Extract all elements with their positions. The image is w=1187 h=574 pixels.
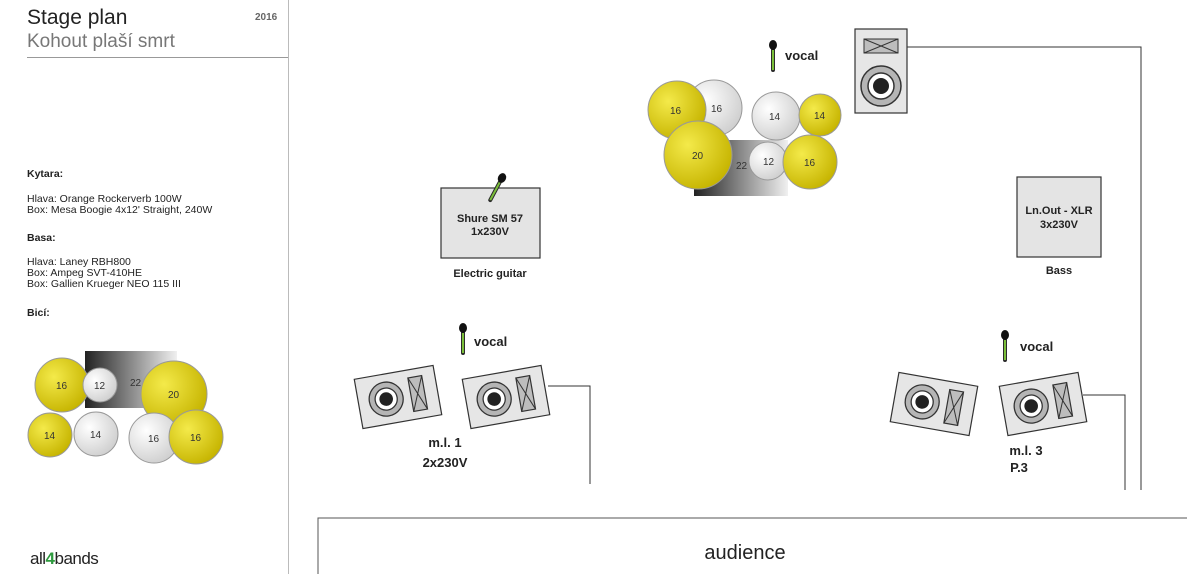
monitor-cable [1083,394,1126,490]
drum-label: 16 [711,104,723,115]
vocal-label: vocal [474,334,507,349]
guitar-amp-caption: Electric guitar [453,268,527,280]
cymbal [27,412,73,458]
monitor-left-label: m.l. 1 [428,435,461,450]
snare-drum [82,367,118,403]
bass-heading: Basa: [27,232,56,244]
all4bands-logo: all4bands [30,549,99,568]
audience-area: audience [317,517,1187,574]
guitar-box-text: Box: Mesa Boogie 4x12' Straight, 240W [27,204,213,216]
guitar-amp-mic: Shure SM 57 [457,213,523,225]
power-cable [907,46,1142,490]
drum-label: 20 [692,151,704,162]
cymbal [168,409,224,465]
drum-label: 14 [769,112,781,123]
left-vocal-mic: vocal [459,323,507,355]
drum-label: 16 [670,106,682,117]
drums-heading: Bicí: [27,307,50,319]
monitor-right-power: P.3 [1010,460,1028,475]
page-title: Stage plan [27,6,128,29]
drum-label: 20 [168,390,180,401]
divider [27,57,288,58]
speaker-icon [860,65,902,107]
floor-tom [73,411,119,457]
monitor-right-label: m.l. 3 [1009,443,1042,458]
right-vocal-mic: vocal [1001,330,1053,362]
drum-label: 14 [814,111,826,122]
vocal-label: vocal [785,48,818,63]
audience-label: audience [704,542,785,564]
sidebar-drum-kit: 22 16 12 20 14 14 16 16 [27,351,224,465]
guitar-heading: Kytara: [27,168,64,180]
cymbal [782,134,838,190]
sidebar: Stage plan Kohout plaší smrt 2016 Kytara… [0,0,289,574]
monitor-wedge [890,372,977,435]
bass-amp-output: Ln.Out - XLR [1025,205,1092,217]
monitor-wedge [999,372,1086,435]
monitor-cable [548,385,591,484]
monitor-left-power: 2x230V [423,455,468,470]
drum-label: 16 [804,158,816,169]
drum-label: 16 [148,434,160,445]
bass-amp: Ln.Out - XLR 3x230V Bass [1016,176,1102,277]
microphone-icon [459,323,467,355]
bass-cabinet [854,28,908,114]
year-label: 2016 [255,12,278,23]
monitor-wedge [354,365,441,428]
stage-drum-kit: 22 16 16 14 14 20 12 16 [647,79,842,196]
microphone-icon [1001,330,1009,362]
drummer-vocal-mic: vocal [769,40,818,72]
guitar-head-text: Hlava: Orange Rockerverb 100W [27,193,182,205]
vocal-label: vocal [1020,339,1053,354]
drum-label: 12 [763,157,775,168]
drum-label: 12 [94,381,106,392]
ride-cymbal [663,120,733,190]
drum-label: 14 [90,430,102,441]
drum-label: 16 [190,433,202,444]
bass-box2-text: Box: Gallien Krueger NEO 115 III [27,278,181,290]
bass-amp-caption: Bass [1046,265,1072,277]
microphone-icon [769,40,777,72]
guitar-amp-power: 1x230V [471,226,510,238]
bass-head-text: Hlava: Laney RBH800 [27,256,131,268]
kick-label: 22 [130,378,142,389]
monitor-wedge [462,365,549,428]
cymbal [798,93,842,137]
drum-label: 14 [44,431,56,442]
band-name: Kohout plaší smrt [27,31,175,52]
bass-amp-power: 3x230V [1040,219,1079,231]
drum-label: 16 [56,381,68,392]
guitar-amp: Shure SM 57 1x230V Electric guitar [440,171,541,280]
kick-label: 22 [736,161,748,172]
bass-box1-text: Box: Ampeg SVT-410HE [27,267,142,279]
